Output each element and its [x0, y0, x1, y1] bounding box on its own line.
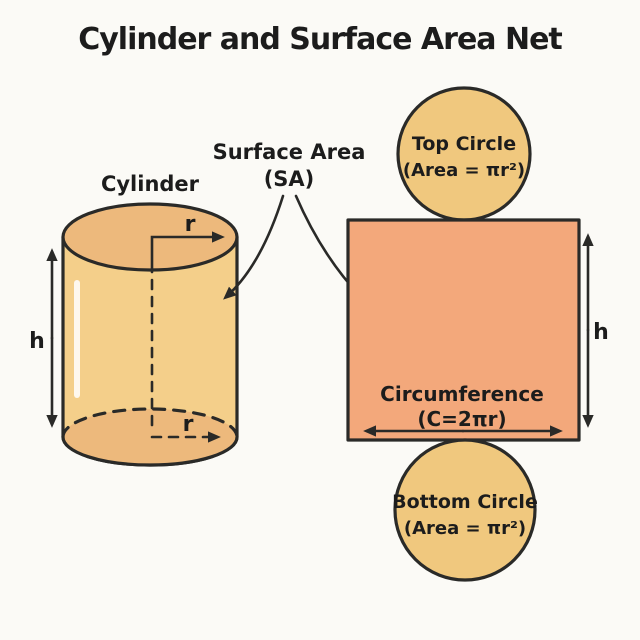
- radius-label-bottom: r: [183, 412, 194, 437]
- rectangle-formula: (C=2πr): [417, 407, 506, 431]
- bottom-circle-name: Bottom Circle: [392, 491, 538, 513]
- surface-area-label-line1: Surface Area: [213, 140, 366, 164]
- cylinder-top-face: [61, 202, 239, 272]
- cylinder-highlight: [74, 280, 80, 398]
- sa-arrow-to-cylinder: [223, 194, 285, 300]
- height-label-net: h: [593, 320, 609, 345]
- top-circle-name: Top Circle: [412, 133, 516, 155]
- cylinder-bottom-face: [63, 409, 237, 465]
- height-label-cylinder: h: [29, 329, 45, 354]
- surface-area-label-line2: (SA): [264, 167, 315, 191]
- top-circle-formula: (Area = πr²): [403, 160, 525, 181]
- cylinder-bottom-edge: [61, 435, 239, 467]
- radius-label-top: r: [185, 212, 196, 237]
- radius-arrow-top: [150, 231, 225, 274]
- cylinder-label: Cylinder: [101, 172, 200, 196]
- net-rectangle: [346, 218, 581, 442]
- net-bottom-circle: [393, 438, 537, 582]
- rectangle-name: Circumference: [380, 382, 544, 406]
- diagram-title: Cylinder and Surface Area Net: [78, 22, 562, 57]
- bottom-circle-formula: (Area = πr²): [404, 518, 526, 539]
